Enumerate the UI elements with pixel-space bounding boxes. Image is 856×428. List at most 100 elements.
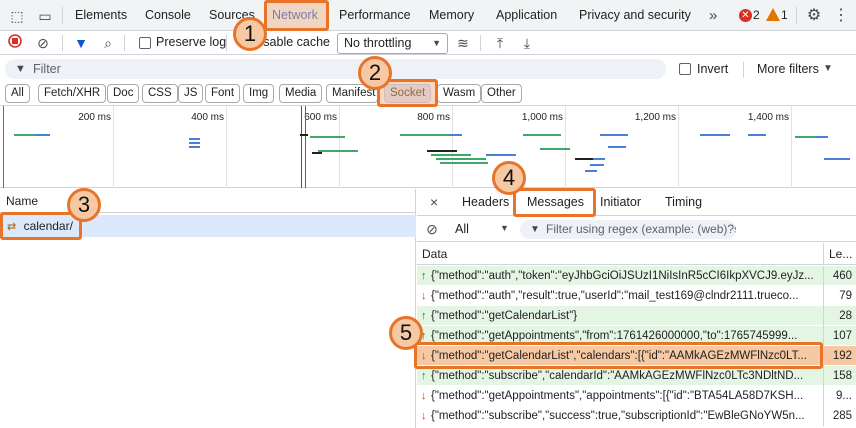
more-options-icon[interactable]: ⋮ [833,7,849,24]
highlight-fill [267,3,326,28]
request-bar [486,154,516,156]
tick-label: 200 ms [78,112,111,123]
request-bar [440,162,488,164]
warning-count: 1 [781,8,788,22]
message-length: 79 [823,286,856,306]
disable-cache-label[interactable]: Disable cache [258,35,330,49]
clear-icon[interactable]: ⊘ [37,35,49,51]
divider [226,35,227,51]
divider [62,35,63,51]
import-har-upload-icon[interactable]: ⤒ [496,35,504,51]
message-filter-select[interactable]: All [455,222,469,236]
device-toolbar-icon[interactable]: ▭ [38,8,52,24]
highlight-fill [380,82,435,104]
tab-elements[interactable]: Elements [75,8,128,22]
message-row[interactable]: ↑ {"method":"getCalendarList"} 28 [417,306,856,326]
received-arrow-icon: ↓ [421,350,427,362]
messages-toolbar: ⊘ All ▼ ▼ Filter using regex (example: (… [417,217,856,242]
filter-funnel-icon: ▼ [15,63,26,75]
regex-filter-placeholder: Filter using regex (example: (web)?s [546,222,736,236]
tab-messages[interactable]: Messages [527,195,584,209]
request-bar [795,136,817,138]
divider [743,62,744,78]
message-row[interactable]: ↑ {"method":"getAppointments","from":176… [417,326,856,346]
chip-doc[interactable]: Doc [107,84,140,103]
chip-fetch-xhr[interactable]: Fetch/XHR [38,84,107,103]
highlight-calendar-request [0,212,82,240]
tick-line [113,106,114,188]
tab-memory[interactable]: Memory [429,8,475,22]
tick-line [791,106,792,188]
sent-arrow-icon: ↑ [421,330,427,342]
message-row[interactable]: ↑ {"method":"auth","token":"eyJhbGciOiJS… [417,266,856,286]
divider [62,7,63,24]
chip-wasm[interactable]: Wasm [437,84,482,103]
sent-arrow-icon: ↑ [421,310,427,322]
tab-headers[interactable]: Headers [462,195,510,209]
inspect-element-icon[interactable]: ⬚ [10,8,24,24]
message-data: {"method":"auth","result":true,"userId":… [431,290,799,302]
settings-gear-icon[interactable]: ⚙ [806,7,822,24]
message-length: 158 [823,366,856,386]
message-row[interactable]: ↓ {"method":"auth","result":true,"userId… [417,286,856,306]
request-bar [300,134,308,136]
highlight-messages-tab [513,188,596,217]
tick-label: 1,000 ms [521,112,563,123]
error-icon[interactable]: ✕ [739,9,752,22]
tab-console[interactable]: Console [145,8,191,22]
message-row[interactable]: ↓ {"method":"subscribe","success":true,"… [417,406,856,426]
data-column-header[interactable]: Data [422,247,448,261]
invert-checkbox[interactable] [679,63,691,75]
message-row-selected[interactable]: ↓ {"method":"getCalendarList","calendars… [417,346,856,366]
chip-js[interactable]: JS [178,84,204,103]
request-bar [318,150,358,152]
regex-filter-input[interactable]: ▼ Filter using regex (example: (web)?s [520,220,736,239]
chip-all[interactable]: All [5,84,30,103]
highlight-selected-message [414,342,823,369]
callout-4: 4 [492,161,526,195]
more-filters-button[interactable]: More filters [757,62,819,76]
chip-css[interactable]: CSS [142,84,178,103]
tick-label: 800 ms [417,112,450,123]
chip-img[interactable]: Img [243,84,275,103]
search-icon[interactable]: ⌕ [104,35,112,51]
chip-other[interactable]: Other [481,84,522,103]
length-column-header[interactable]: Le... [823,243,856,265]
name-column-header[interactable]: Name [0,189,416,213]
preserve-log-label: Preserve log [156,35,227,49]
message-length: 460 [823,266,856,286]
tab-application[interactable]: Application [496,8,558,22]
message-row[interactable]: ↓ {"method":"getAppointments","appointme… [417,386,856,406]
warning-icon[interactable] [766,8,780,21]
throttling-select[interactable]: No throttling ▼ [337,33,448,54]
preserve-log-checkbox[interactable] [139,37,151,49]
received-arrow-icon: ↓ [421,290,427,302]
message-row[interactable]: ↑ {"method":"subscribe","calendarId":"AA… [417,366,856,386]
load-event-marker [305,106,306,188]
network-conditions-wifi-icon[interactable]: ≋ [457,35,469,51]
chip-media[interactable]: Media [279,84,323,103]
tick-label: 1,200 ms [634,112,676,123]
tab-initiator[interactable]: Initiator [600,195,641,209]
request-bar [585,170,597,172]
network-overview-timeline[interactable]: 200 ms 400 ms 600 ms 800 ms 1,000 ms 1,2… [0,106,856,188]
export-har-download-icon[interactable]: ⤓ [523,35,531,51]
chip-font[interactable]: Font [205,84,241,103]
request-bar [400,134,450,136]
close-icon[interactable]: × [430,194,439,210]
request-bar [36,134,50,136]
tick-label: 1,400 ms [747,112,789,123]
messages-table-header: Data Le... [417,243,856,265]
tab-privacy-and-security[interactable]: Privacy and security [579,8,691,22]
request-row-calendar[interactable]: ⇄ calendar/ [0,215,416,237]
filter-input[interactable]: ▼ Filter [5,59,666,79]
request-bar [310,136,345,138]
filter-funnel-icon[interactable]: ▼ [74,35,88,51]
tab-performance[interactable]: Performance [339,8,411,22]
record-stop-icon[interactable] [6,34,24,52]
tab-timing[interactable]: Timing [665,195,703,209]
message-length: 107 [823,326,856,346]
request-bar [608,146,626,148]
more-tabs-chevron-icon[interactable]: » [709,7,718,24]
clear-messages-icon[interactable]: ⊘ [426,221,438,237]
